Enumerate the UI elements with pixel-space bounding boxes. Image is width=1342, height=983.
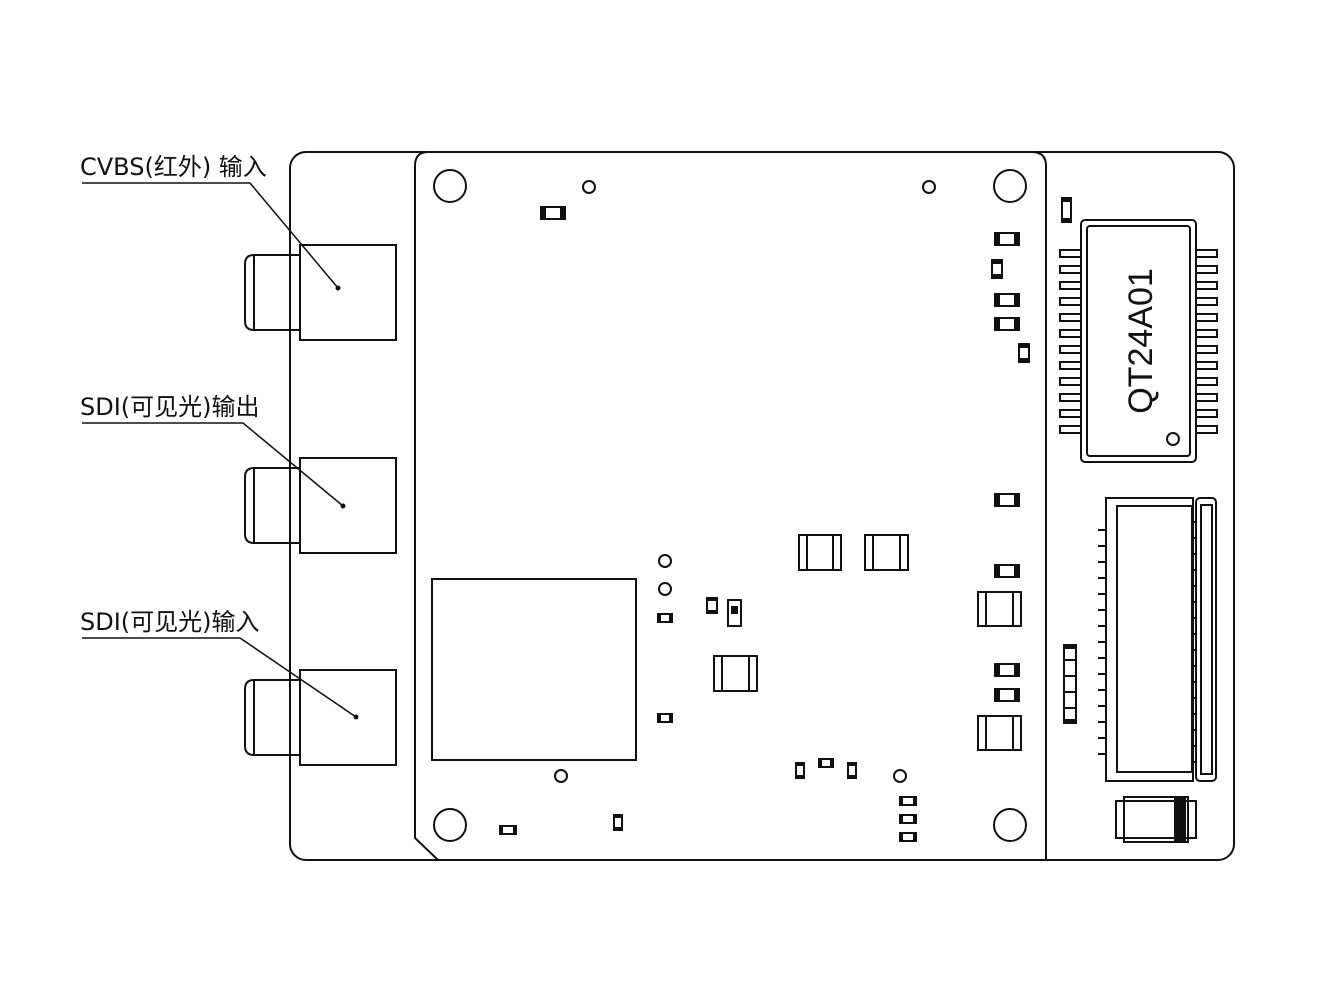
leader-lines (82, 182, 357, 718)
bnc-connector-sdi-output (244, 457, 397, 554)
connector-pins-left (1098, 529, 1106, 755)
chip-qt24a01: QT24A01 (1080, 219, 1197, 463)
inductors (713, 534, 1022, 751)
smd-passives-vertical (613, 197, 1072, 831)
mounting-holes (433, 169, 1027, 842)
resistor-array (1063, 644, 1077, 724)
bnc-connector-sdi-input (244, 669, 397, 766)
mounting-hole-top-right (993, 169, 1027, 203)
vias (554, 180, 936, 783)
label-sdi-output: SDI(可见光)输出 (80, 393, 260, 421)
bnc-connector-cvbs-input (244, 244, 397, 341)
module-board (414, 151, 1047, 861)
connector-pins-right (1193, 521, 1197, 763)
mounting-hole-bottom-right (993, 808, 1027, 842)
label-cvbs-input: CVBS(红外) 输入 (80, 153, 267, 181)
chip-marking: QT24A01 (1122, 268, 1160, 414)
smd-passives (499, 206, 1020, 842)
pin-header-connector (1098, 497, 1217, 782)
label-sdi-input: SDI(可见光)输入 (80, 608, 260, 636)
mounting-hole-top-left (433, 169, 467, 203)
chip-pins-right (1194, 249, 1218, 434)
chip-pins-left (1059, 249, 1083, 434)
mounting-hole-bottom-left (433, 808, 467, 842)
diode (1115, 796, 1197, 843)
main-ic (431, 578, 637, 761)
